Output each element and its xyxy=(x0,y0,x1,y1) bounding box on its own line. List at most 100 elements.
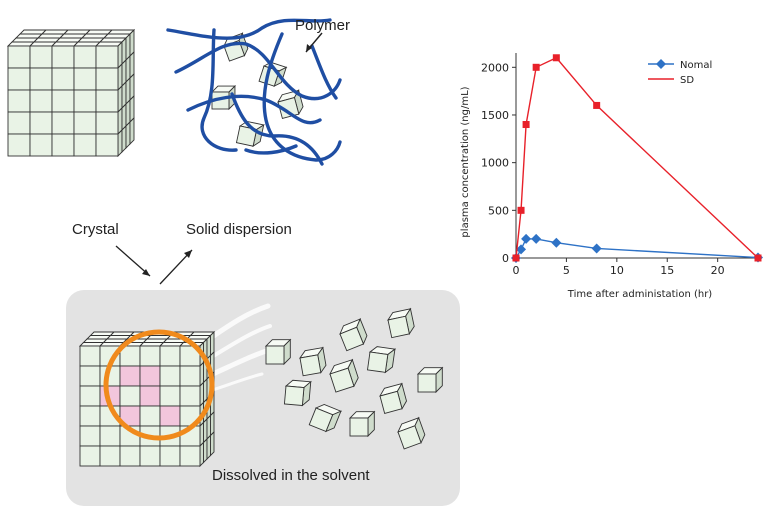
lattice-front-cell xyxy=(73,133,97,157)
lattice-front-cell xyxy=(29,89,53,113)
lattice-front-cell xyxy=(7,89,31,113)
lattice-side-cell xyxy=(117,128,123,158)
lattice-front-cell xyxy=(159,365,181,387)
y-tick-label: 500 xyxy=(488,204,509,217)
dissolved-drug-cube xyxy=(348,410,376,438)
lattice-side-cell xyxy=(210,430,215,457)
lattice-front-cell xyxy=(51,111,75,135)
lattice-front-cell xyxy=(73,45,97,69)
drug-cube xyxy=(277,89,304,119)
dissolved-drug-cube xyxy=(416,366,444,394)
lattice-front-cell xyxy=(73,67,97,91)
polymer-chain xyxy=(166,18,332,40)
x-tick-label: 15 xyxy=(660,264,674,277)
lattice-front-cell xyxy=(79,425,101,447)
lattice-side-cell xyxy=(199,441,204,468)
lattice-front-cell xyxy=(179,385,201,407)
dissolved-drug-cube xyxy=(308,404,343,433)
polymer-chain xyxy=(186,94,322,125)
dissolved-drug-cube xyxy=(329,358,359,393)
lattice-front-cell xyxy=(7,67,31,91)
dissolved-drug-cubes xyxy=(264,307,444,450)
lattice-front-cell xyxy=(179,365,201,387)
polymer-chains xyxy=(166,18,342,166)
lattice-side-cell xyxy=(125,120,131,150)
x-tick-label: 20 xyxy=(711,264,725,277)
lattice-front-cell xyxy=(79,405,101,427)
legend-label: SD xyxy=(680,75,694,86)
lattice-front-cell xyxy=(99,445,121,467)
lattice-side-cell xyxy=(121,124,127,154)
lattice-front-cell xyxy=(95,67,119,91)
lattice-front-cell xyxy=(95,89,119,113)
legend-label: Nomal xyxy=(680,60,712,71)
lattice-front-cell xyxy=(119,385,141,407)
polymer-chain xyxy=(174,41,342,101)
solid-dispersion-label: Solid dispersion xyxy=(186,221,292,238)
y-tick-label: 2000 xyxy=(481,61,509,74)
dissolved-drug-cube xyxy=(387,307,415,339)
polymer-chain xyxy=(262,32,342,162)
polymer-chain xyxy=(310,44,338,100)
lattice-front-cell xyxy=(159,385,181,407)
lattice-front-cell xyxy=(139,405,161,427)
lattice-front-cell xyxy=(7,111,31,135)
dissolved-drug-cube xyxy=(264,338,292,366)
lattice-front-cell xyxy=(79,445,101,467)
lattice-front-cell xyxy=(29,133,53,157)
lattice-front-cell xyxy=(7,45,31,69)
lattice-front-cell xyxy=(119,445,141,467)
lattice-front-cell xyxy=(51,45,75,69)
sd-point xyxy=(754,254,762,262)
lattice-front-cell xyxy=(73,89,97,113)
dissolved-drug-cube xyxy=(397,416,426,450)
lattice-front-cell xyxy=(139,345,161,367)
lattice-front-cell xyxy=(73,111,97,135)
polymer-label: Polymer xyxy=(295,17,350,34)
chart-series xyxy=(511,54,763,263)
polymer-chain xyxy=(230,92,324,166)
lattice-front-cell xyxy=(7,133,31,157)
sd-point xyxy=(552,54,560,62)
crystal-arrow xyxy=(115,245,151,277)
lattice-front-cell xyxy=(29,67,53,91)
lattice-side-cell xyxy=(203,437,208,464)
lattice-front-cell xyxy=(95,111,119,135)
sd-point xyxy=(522,121,530,129)
crystal-lattice-illustration xyxy=(6,28,136,158)
y-tick-label: 0 xyxy=(502,252,509,265)
dissolved-drug-cube xyxy=(299,346,327,377)
dissolution-panel: Dissolved in the solvent xyxy=(66,290,460,506)
lattice-front-cell xyxy=(99,425,121,447)
x-tick-label: 5 xyxy=(563,264,570,277)
lattice-front-cell xyxy=(79,385,101,407)
dissolution-highlight-ring xyxy=(103,329,215,441)
sd-point xyxy=(593,101,601,109)
lattice-dissolving-cell xyxy=(139,385,161,407)
lattice-side-cell xyxy=(129,116,135,146)
dissolved-drug-cube xyxy=(366,346,397,374)
x-tick-label: 0 xyxy=(513,264,520,277)
solid-dispersion-arrowhead xyxy=(184,250,192,258)
lattice-front-cell xyxy=(79,365,101,387)
crystal-label: Crystal xyxy=(72,221,119,238)
lattice-side-cell xyxy=(206,434,211,461)
lattice-dissolving-cell xyxy=(139,365,161,387)
lattice-front-cell xyxy=(51,133,75,157)
polymer-pointer-arrowhead xyxy=(306,44,312,52)
sd-point xyxy=(517,206,525,214)
lattice-dissolving-cell xyxy=(159,405,181,427)
sd-point xyxy=(532,63,540,71)
dissolving-crystal-lattice xyxy=(78,330,216,468)
legend-marker xyxy=(656,59,666,69)
nomal-point xyxy=(516,244,527,255)
dissolved-drug-cube xyxy=(283,379,312,407)
lattice-front-cell xyxy=(29,111,53,135)
sd-point xyxy=(512,254,520,262)
lattice-front-cell xyxy=(95,45,119,69)
y-tick-label: 1500 xyxy=(481,109,509,122)
